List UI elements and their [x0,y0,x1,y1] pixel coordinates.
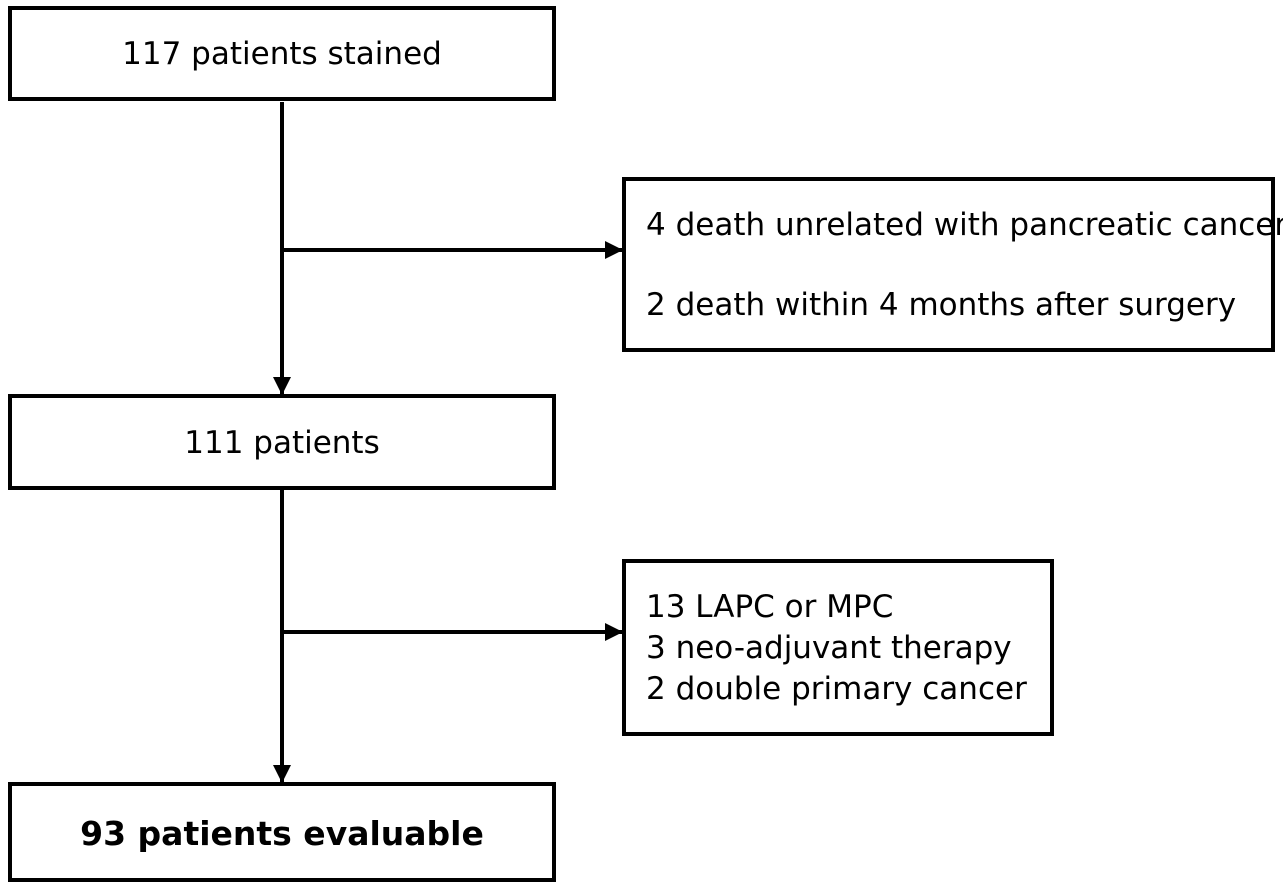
exclusion-box-1: 4 death unrelated with pancreatic cancer… [622,177,1283,352]
box-final: 93 patients evaluable [8,782,556,882]
exclusion-2-line-2: 3 neo-adjuvant therapy [646,630,1012,666]
box-start-label: 117 patients stained [122,36,442,72]
exclusion-1-line-2: 2 death within 4 months after surgery [646,287,1237,323]
box-start: 117 patients stained [8,6,556,101]
box-middle: 111 patients [8,394,556,490]
exclusion-box-2: 13 LAPC or MPC 3 neo-adjuvant therapy 2 … [622,559,1054,736]
exclusion-1-line-1: 4 death unrelated with pancreatic cancer [646,207,1283,243]
exclusion-2-line-3: 2 double primary cancer [646,671,1027,707]
box-final-label: 93 patients evaluable [80,814,484,853]
exclusion-2-line-1: 13 LAPC or MPC [646,589,894,625]
box-middle-label: 111 patients [184,425,380,461]
